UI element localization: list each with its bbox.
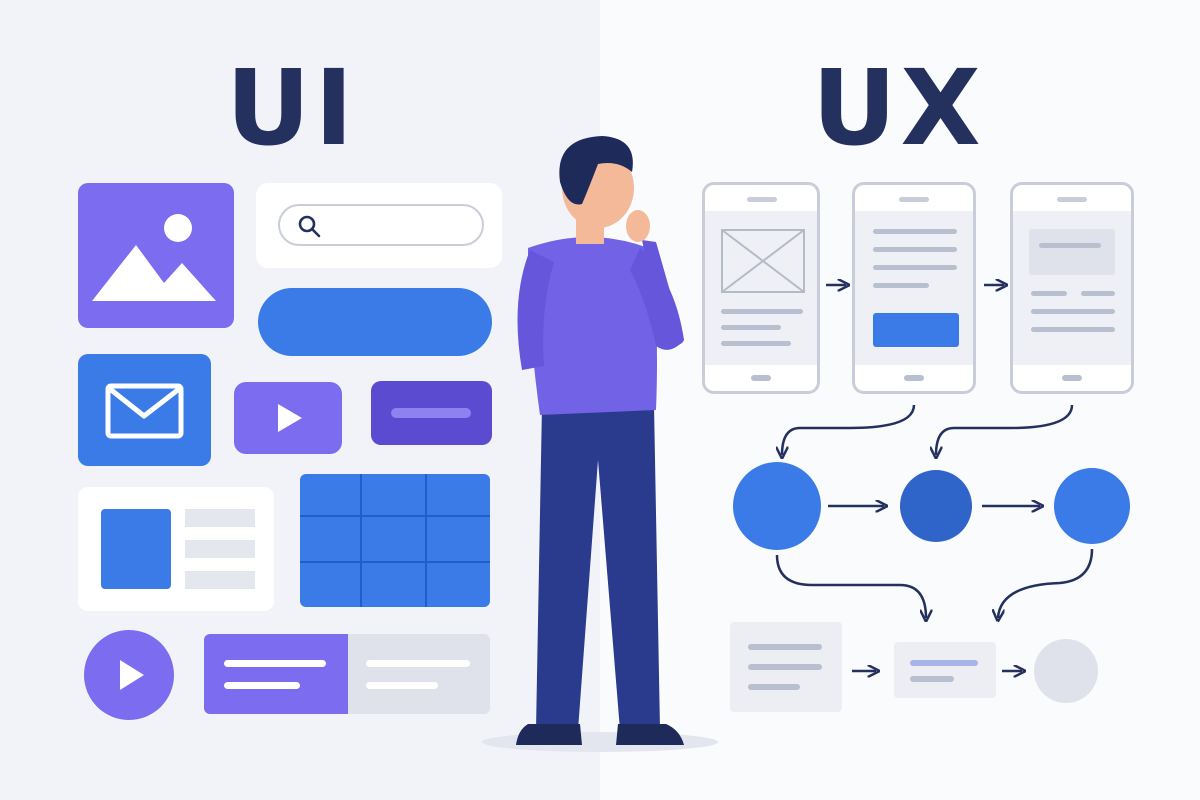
- text-line: [721, 325, 781, 330]
- image-placeholder-icon: [721, 229, 805, 293]
- left-shoe: [516, 724, 582, 745]
- ux-heading: UX: [812, 47, 985, 169]
- search-input[interactable]: [278, 204, 484, 246]
- list-line: [185, 571, 255, 589]
- flow-end-node: [1034, 639, 1098, 703]
- header-block: [1029, 229, 1115, 275]
- flow-node: [733, 462, 821, 550]
- segment-line: [366, 682, 438, 689]
- flow-curve: [775, 554, 926, 618]
- text-line: [748, 684, 800, 690]
- play-icon: [120, 660, 144, 690]
- segment-line: [366, 660, 470, 667]
- text-line: [873, 247, 957, 252]
- phone-home-button: [904, 375, 924, 381]
- round-play-button[interactable]: [84, 630, 174, 720]
- phone-home-button: [1062, 375, 1082, 381]
- phone-wireframe-1: [702, 182, 820, 394]
- play-icon: [278, 404, 302, 432]
- phone-wireframe-2: [852, 182, 976, 394]
- flow-curve: [936, 404, 1074, 455]
- text-line: [1081, 291, 1115, 296]
- text-line: [873, 283, 929, 288]
- person-legs: [536, 405, 660, 730]
- text-line: [748, 664, 822, 670]
- button-label-bar: [391, 408, 471, 418]
- flow-node: [1054, 468, 1130, 544]
- text-line: [910, 676, 954, 682]
- segment-left[interactable]: [204, 634, 348, 714]
- search-icon: [298, 215, 321, 238]
- phone-speaker: [899, 197, 929, 202]
- text-line: [1031, 327, 1115, 332]
- text-line: [721, 341, 791, 346]
- list-line: [185, 509, 255, 527]
- right-shoe: [616, 724, 684, 745]
- list-line: [185, 540, 255, 558]
- left-arm: [517, 250, 554, 370]
- primary-pill-button[interactable]: [258, 288, 492, 356]
- image-card[interactable]: [78, 183, 234, 328]
- text-line: [910, 660, 978, 666]
- flow-card: [894, 642, 996, 698]
- grid-lines: [300, 474, 490, 607]
- phone-home-button: [751, 375, 771, 381]
- phone-speaker: [747, 197, 777, 202]
- cta-button[interactable]: [873, 313, 959, 347]
- person-shirt: [528, 237, 657, 415]
- flow-curve: [782, 404, 916, 455]
- segment-right[interactable]: [348, 634, 490, 714]
- text-line: [873, 265, 957, 270]
- flow-card: [730, 622, 842, 712]
- text-line: [748, 644, 822, 650]
- segment-line: [224, 682, 300, 689]
- secondary-button[interactable]: [371, 381, 492, 445]
- person-hand: [626, 210, 650, 242]
- text-line: [873, 229, 957, 234]
- text-line: [1031, 309, 1115, 314]
- ui-heading: UI: [226, 47, 358, 169]
- image-icon: [92, 214, 216, 301]
- text-line: [1031, 291, 1067, 296]
- text-line: [721, 309, 803, 314]
- ux-flow-diagram: [733, 0, 1130, 703]
- person-hair: [559, 136, 633, 205]
- list-thumbnail: [101, 509, 171, 589]
- grid-table: [300, 474, 490, 607]
- phone-speaker: [1057, 197, 1087, 202]
- video-play-button[interactable]: [234, 382, 342, 454]
- header-line: [1039, 243, 1101, 248]
- mail-icon: [105, 383, 184, 439]
- phone-wireframe-3: [1010, 182, 1134, 394]
- flow-node: [900, 470, 972, 542]
- thinking-person-illustration: [482, 136, 718, 752]
- segment-line: [224, 660, 326, 667]
- mail-card[interactable]: [78, 354, 211, 466]
- forearm: [642, 240, 684, 345]
- flow-curve: [998, 548, 1094, 618]
